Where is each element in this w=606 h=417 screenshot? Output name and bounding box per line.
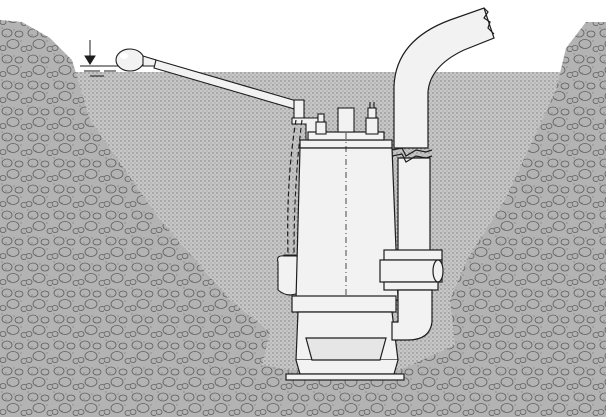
cable-gland-left — [315, 113, 327, 135]
pump-body — [285, 120, 405, 381]
power-cable-2 — [293, 119, 303, 256]
discharge-pipe — [379, 7, 495, 341]
cable-gland-right — [365, 102, 379, 135]
power-cable — [287, 119, 297, 256]
pit-floor — [0, 345, 606, 417]
lifting-eye — [337, 107, 355, 133]
ground-left — [0, 20, 270, 417]
water-level-triangle-icon — [80, 40, 120, 77]
float-switch — [115, 48, 159, 72]
ground-right — [450, 22, 606, 417]
